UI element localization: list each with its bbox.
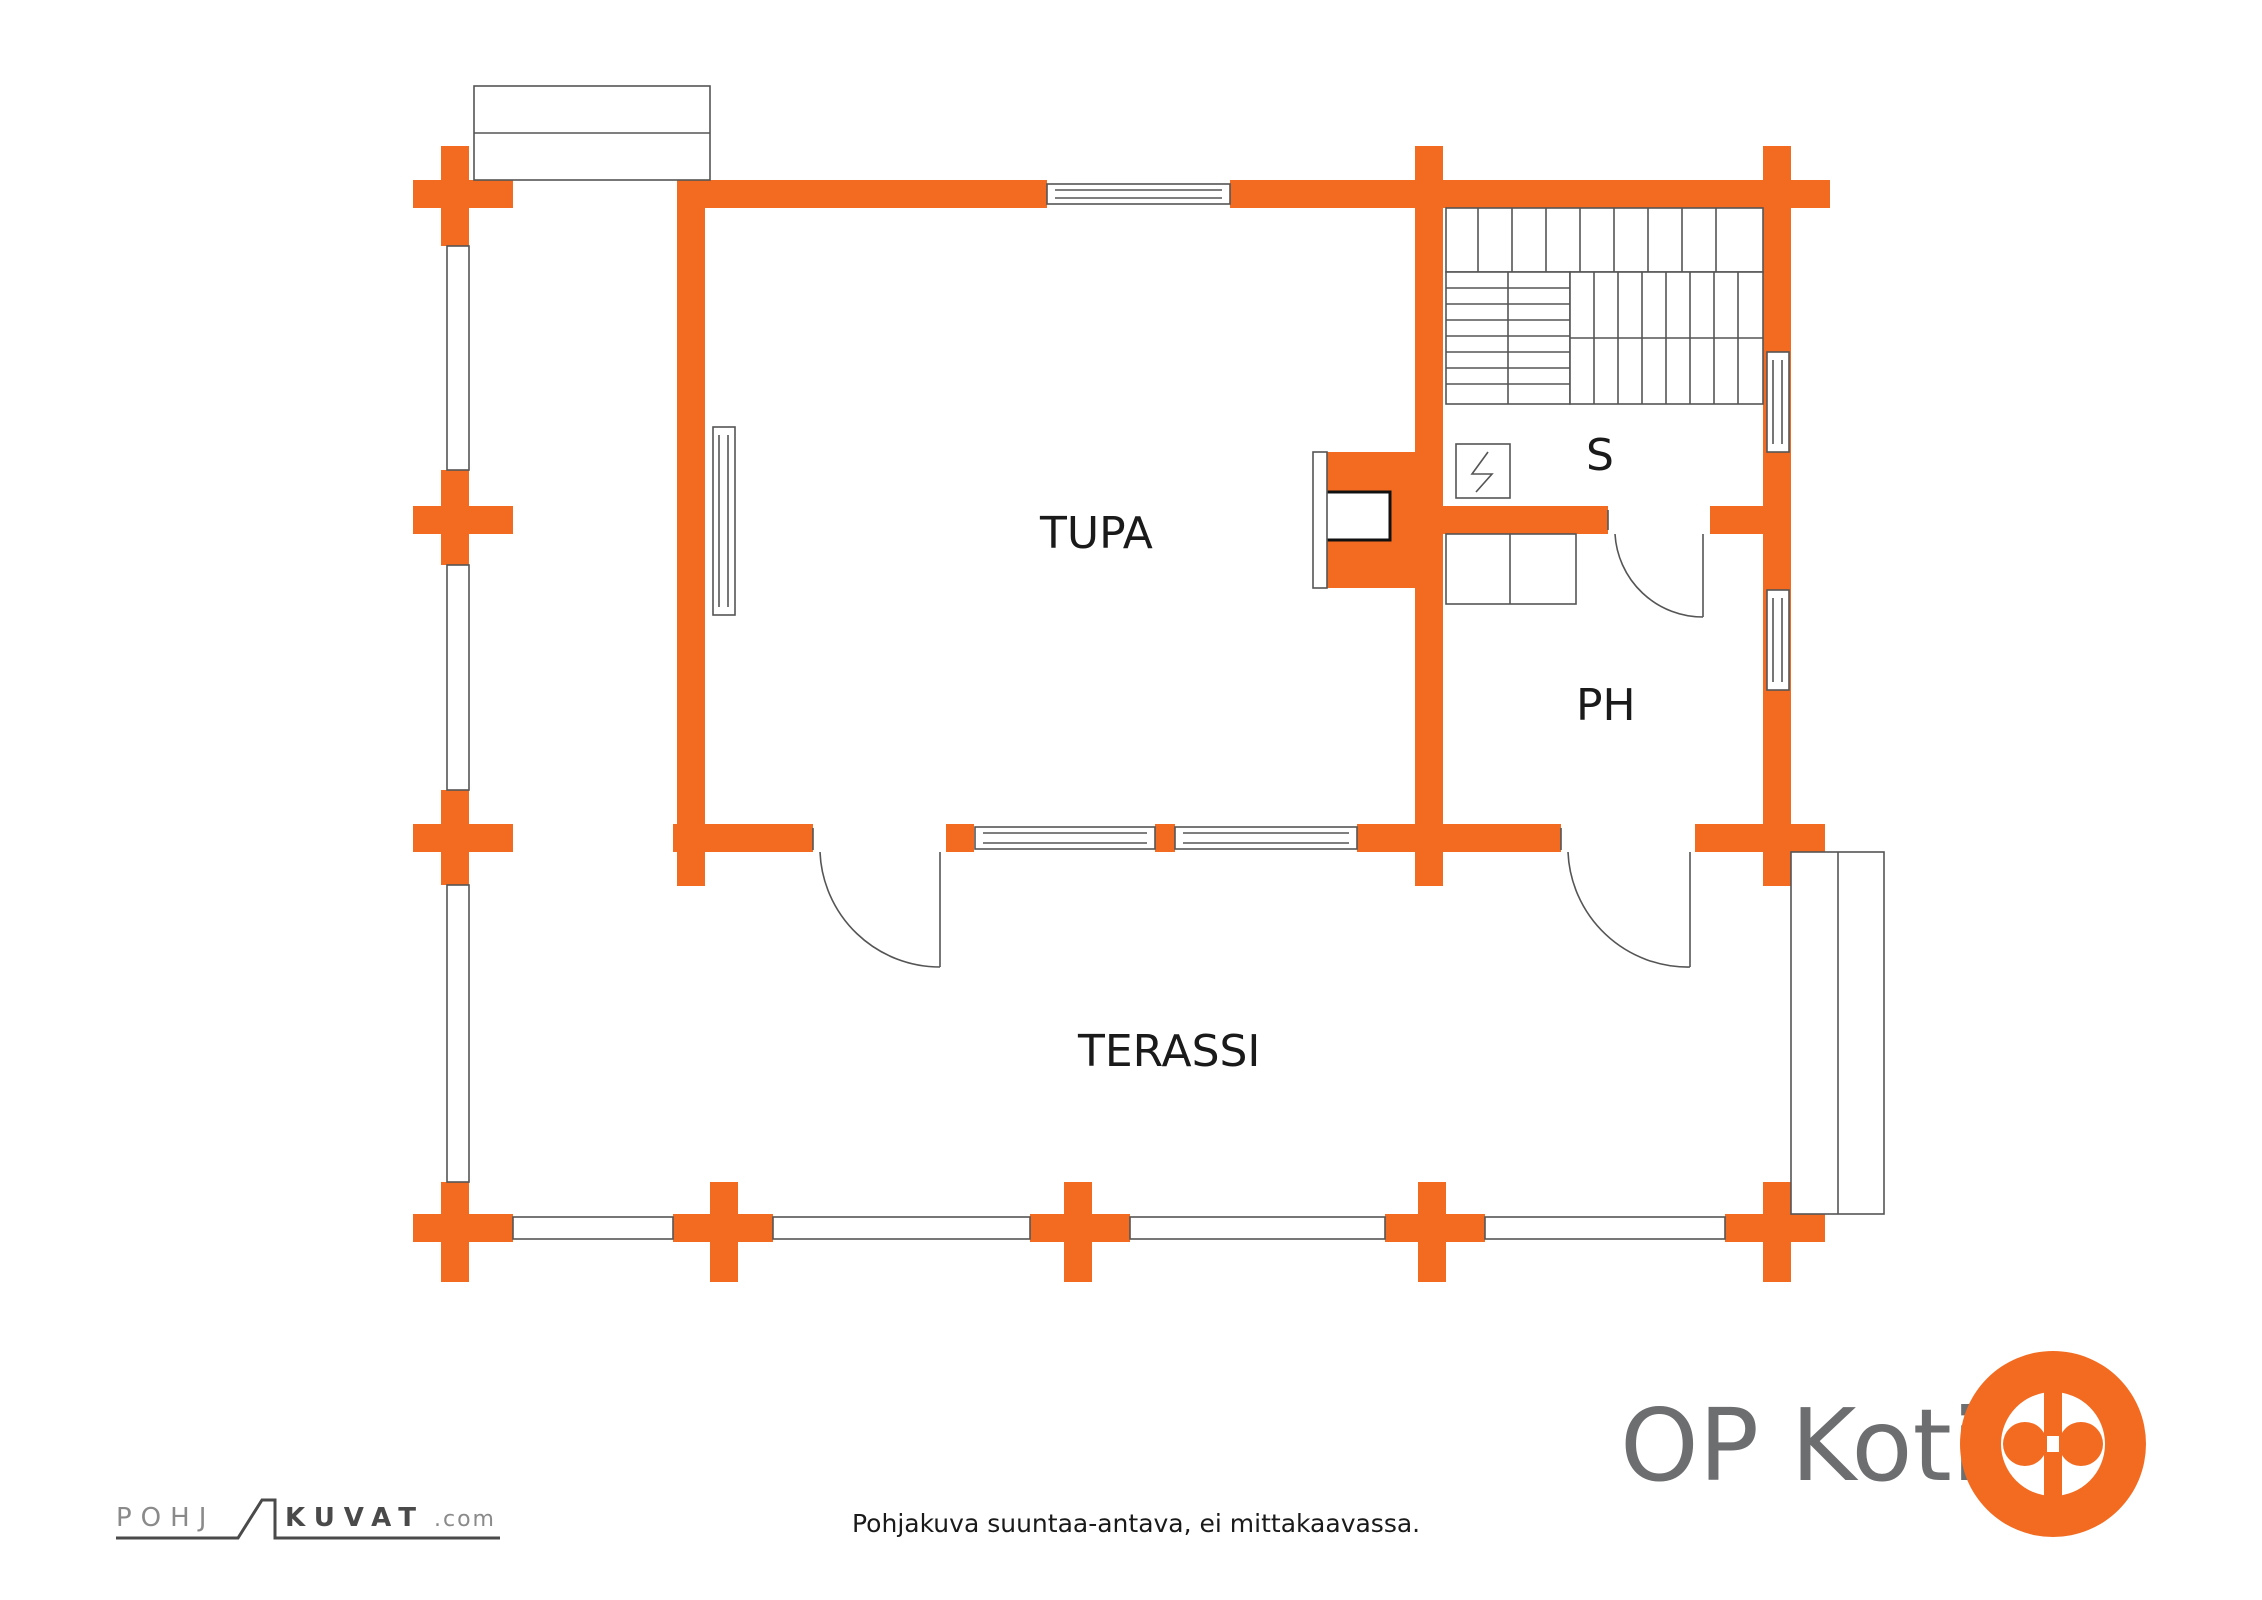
pohjakuvat-logo-part1: POHJ xyxy=(116,1503,215,1533)
windows xyxy=(446,85,1885,1240)
room-label-s: S xyxy=(1586,430,1614,481)
pohjakuvat-logo: POHJ KUVAT .com xyxy=(116,1498,500,1540)
fireplace-icon xyxy=(1327,490,1392,542)
room-label-terassi: TERASSI xyxy=(1077,1026,1260,1077)
sauna-stove-icon xyxy=(1455,443,1511,499)
room-label-tupa: TUPA xyxy=(1039,508,1153,559)
brand-name: OP Koti xyxy=(1620,1387,1980,1504)
disclaimer-note: Pohjakuva suuntaa-antava, ei mittakaavas… xyxy=(852,1509,1420,1538)
walls xyxy=(413,146,1830,1282)
room-label-ph: PH xyxy=(1576,680,1636,731)
pohjakuvat-logo-part3: .com xyxy=(434,1507,496,1532)
op-logo-icon xyxy=(1960,1351,2146,1537)
staircase xyxy=(1445,207,1764,405)
fireplace-hearth xyxy=(1312,451,1328,589)
pohjakuvat-logo-part2: KUVAT xyxy=(285,1503,425,1533)
doors xyxy=(812,510,1704,968)
bench xyxy=(1445,533,1577,605)
